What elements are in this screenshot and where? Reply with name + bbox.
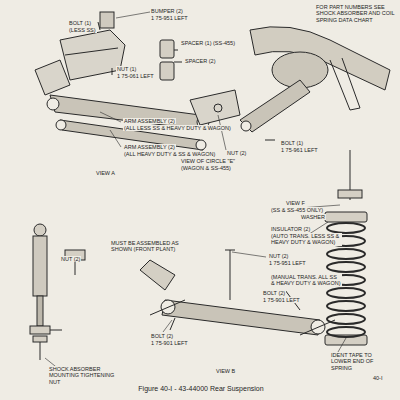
spring-coil xyxy=(327,327,365,337)
callout-label: BOLT (2) xyxy=(150,333,174,339)
shock-absorber xyxy=(30,224,85,360)
callout-label: 1 75-061 LEFT xyxy=(116,73,155,79)
spring-coil xyxy=(327,262,365,272)
spring-coil xyxy=(327,301,365,311)
callout-label: VIEW OF CIRCLE "E" xyxy=(180,158,236,164)
lower-control-arm xyxy=(140,250,335,335)
spring-coil xyxy=(327,249,365,259)
callout-label: ARM ASSEMBLY (2) xyxy=(123,144,176,150)
leader-lines xyxy=(45,12,346,370)
callout-label: BOLT (1) xyxy=(68,20,92,26)
callout-label: SPACER (2) xyxy=(184,58,216,64)
callout-label: NUT (1) xyxy=(116,66,137,72)
spring-coil xyxy=(327,288,365,298)
callout-label: 1 75-951 LEFT xyxy=(150,15,189,21)
callout-label: (LESS SS) xyxy=(68,27,97,33)
callout-label: NUT (2) xyxy=(226,150,247,156)
callout-label: (ALL HEAVY DUTY & SS & WAGON) xyxy=(123,151,216,157)
spring-coil xyxy=(327,314,365,324)
callout-label: SPACER (1) (SS-455) xyxy=(180,40,236,46)
callout-label: INSULATOR (2) xyxy=(270,226,311,232)
axle-housing xyxy=(240,27,390,200)
callout-label: (WAGON & SS-455) xyxy=(180,165,232,171)
callout-label: VIEW A xyxy=(95,170,116,176)
callout-label: FOR PART NUMBERS SEE SHOCK ABSORBER AND … xyxy=(315,4,397,23)
figure-caption: Figure 40-I - 43-44000 Rear Suspension xyxy=(0,385,400,393)
callout-label: (ALL LESS SS & HEAVY DUTY & WAGON) xyxy=(123,125,232,131)
callout-label: BOLT (1) xyxy=(280,140,304,146)
callout-label: VIEW F xyxy=(285,200,306,206)
callout-label: IDENT TAPE TO LOWER END OF SPRING xyxy=(330,352,392,371)
spring-coil xyxy=(327,223,365,233)
callout-label: 40-I xyxy=(372,375,383,381)
callout-label: NUT (2) xyxy=(60,256,81,262)
callout-label: BOLT (2) xyxy=(262,290,286,296)
callout-label: MUST BE ASSEMBLED AS SHOWN (FRONT PLANT) xyxy=(110,240,184,253)
callout-label: SHOCK ABSORBER MOUNTING TIGHTENING NUT xyxy=(48,366,120,385)
callout-label: NUT (2) xyxy=(268,253,289,259)
callout-label: 1 75-951 LEFT xyxy=(268,260,307,266)
callout-label: VIEW B xyxy=(215,368,236,374)
callout-label: (MANUAL TRANS. ALL SS & HEAVY DUTY & WAG… xyxy=(270,274,342,287)
spacer-view xyxy=(160,40,240,125)
callout-label: 1 75-961 LEFT xyxy=(280,147,319,153)
callout-label: BUMPER (2) xyxy=(150,8,184,14)
callout-label: 1 75-901 LEFT xyxy=(262,297,301,303)
callout-label: 1 75-901 LEFT xyxy=(150,340,189,346)
callout-label: ARM ASSEMBLY (2) xyxy=(123,118,176,124)
callout-label: (AUTO TRANS. LESS SS & HEAVY DUTY & WAGO… xyxy=(270,233,342,246)
callout-label: (SS & SS-455 ONLY) xyxy=(270,207,324,213)
callout-label: WASHER xyxy=(300,214,326,220)
